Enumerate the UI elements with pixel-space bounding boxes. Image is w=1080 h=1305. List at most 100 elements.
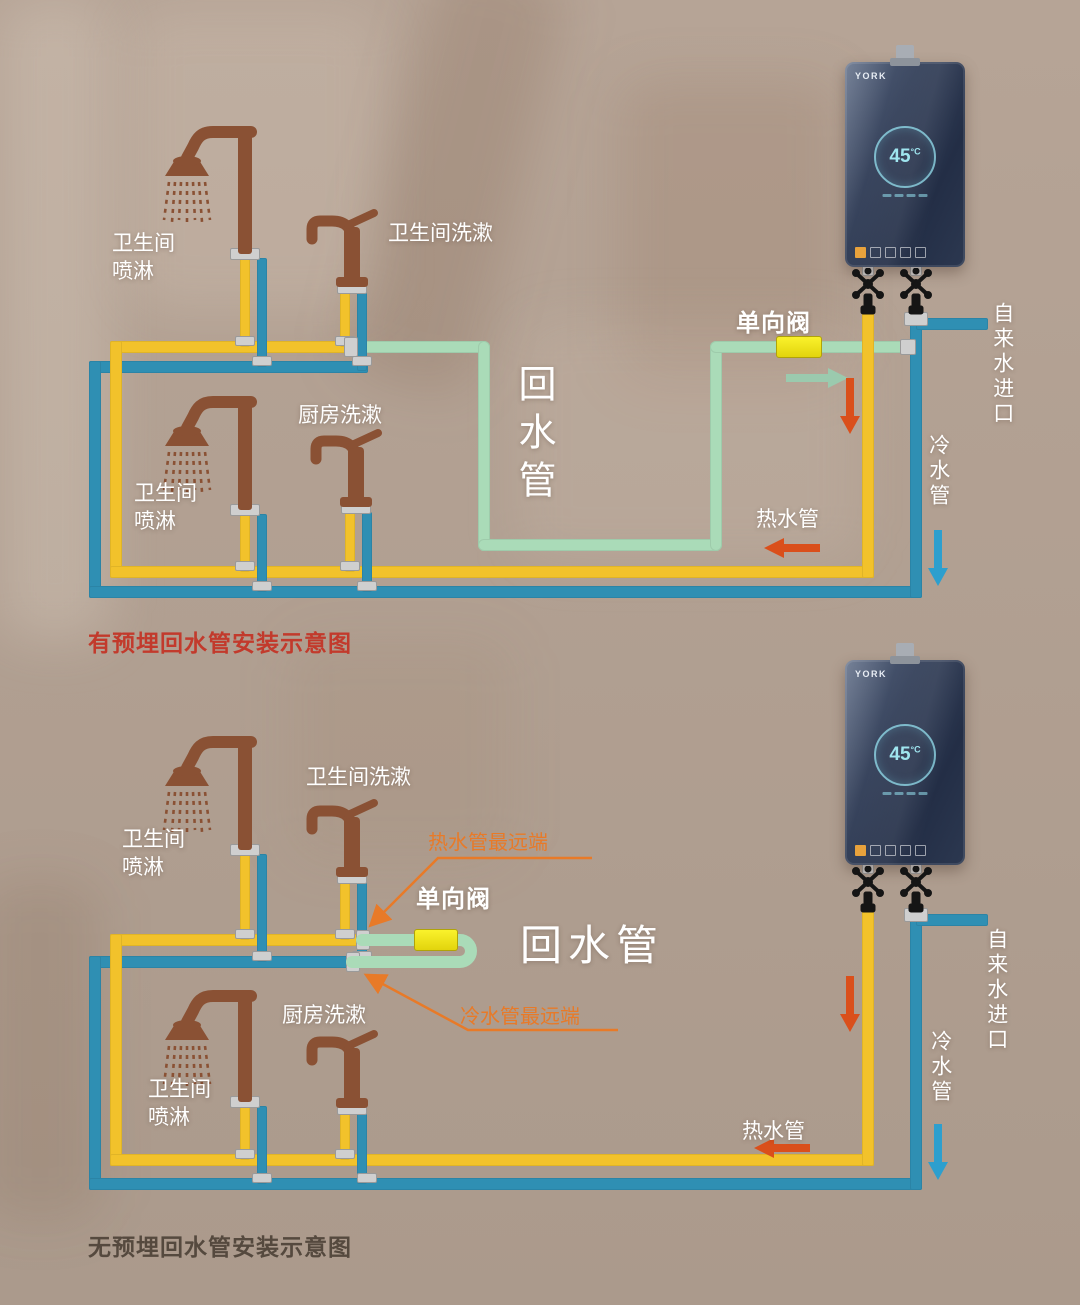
label-hot-pipe-top: 热水管 xyxy=(756,508,819,531)
pipe-fitting xyxy=(352,356,372,366)
angle-valve-icon xyxy=(852,268,884,315)
hot-flow-left-arrow-icon xyxy=(764,538,820,558)
pipe-fitting xyxy=(335,1149,355,1159)
bg-towels xyxy=(130,10,380,310)
water-heater-bottom: YORK 45°C xyxy=(845,643,965,865)
pipe-fitting xyxy=(340,561,360,571)
hot-upper-run-bottom xyxy=(110,934,365,946)
fixture-drop xyxy=(345,512,355,572)
fixture-drop xyxy=(340,292,350,347)
cold-heater-riser-bottom xyxy=(910,906,922,1190)
tap-water-inlet-top xyxy=(916,318,988,330)
water-heater-top: YORK 45°C xyxy=(845,45,965,267)
heater-display: 45°C xyxy=(874,126,936,188)
hot-left-riser-bottom xyxy=(110,934,122,1166)
angle-valve-icon xyxy=(900,866,932,913)
heater-button-icon xyxy=(870,247,881,258)
heater-button-icon xyxy=(915,247,926,258)
cold-left-riser-top xyxy=(89,361,101,598)
bg-wall-dark xyxy=(620,80,840,380)
pipe-fitting xyxy=(235,1149,255,1159)
label-cold-pipe-top: 冷水管 xyxy=(926,434,950,509)
label-basin-top: 卫生间洗漱 xyxy=(388,222,493,245)
pipe-fitting xyxy=(357,1173,377,1183)
pipe-fitting xyxy=(235,561,255,571)
pipe-fitting xyxy=(252,356,272,366)
shower-supply-pipe xyxy=(238,130,252,254)
bg-basket xyxy=(0,880,100,1220)
heater-brand: YORK xyxy=(855,71,888,81)
label-shower1-top: 卫生间 喷淋 xyxy=(112,232,175,283)
return-flow-arrow-icon xyxy=(786,368,848,388)
heater-power-button-icon xyxy=(855,247,866,258)
label-return-pipe-bottom: 回水管 xyxy=(520,922,665,969)
heater-button-icon xyxy=(900,845,911,856)
heater-button-row xyxy=(855,845,926,856)
pipe-fitting xyxy=(235,929,255,939)
faucet-icon xyxy=(310,429,382,507)
return-pipe-d-top xyxy=(710,341,722,551)
shower-supply-pipe xyxy=(238,738,252,850)
bg-floor-shadow xyxy=(290,640,510,860)
label-kitchen-bottom: 厨房洗漱 xyxy=(282,1004,366,1027)
label-basin-bottom: 卫生间洗漱 xyxy=(306,766,411,789)
caption-bottom-diagram: 无预埋回水管安装示意图 xyxy=(88,1234,352,1260)
angle-valve-icon xyxy=(900,268,932,315)
fixture-drop xyxy=(240,514,250,572)
return-pipe-a-top xyxy=(352,341,490,353)
label-hot-pipe-bottom: 热水管 xyxy=(742,1120,805,1143)
heater-button-icon xyxy=(885,247,896,258)
shower-icon xyxy=(162,990,257,1087)
pipe-fitting xyxy=(335,929,355,939)
fixture-drop xyxy=(240,258,250,347)
pipe-fitting xyxy=(900,339,916,355)
label-check-valve-top: 单向阀 xyxy=(736,310,811,337)
label-shower2-top: 卫生间 喷淋 xyxy=(134,482,197,533)
label-tap-inlet-top: 自来水进口 xyxy=(990,302,1014,427)
heater-power-button-icon xyxy=(855,845,866,856)
hot-left-riser-top xyxy=(110,341,122,578)
heater-button-icon xyxy=(870,845,881,856)
return-u-pipe xyxy=(346,934,477,968)
hot-bottom-run-bottom xyxy=(110,1154,874,1166)
label-shower1-bottom: 卫生间 喷淋 xyxy=(122,828,185,879)
heater-temp-unit: °C xyxy=(910,146,921,157)
bg-wall-light xyxy=(520,320,860,560)
hot-heater-riser-bottom xyxy=(862,906,874,1166)
heater-temp: 45 xyxy=(889,146,911,167)
pipe-fitting xyxy=(252,1173,272,1183)
callout-leader-lines xyxy=(363,856,618,1032)
cold-flow-down-arrow-icon xyxy=(928,1124,948,1180)
label-check-valve-bottom: 单向阀 xyxy=(416,886,491,913)
fixture-drop xyxy=(340,882,350,940)
pipe-fitting xyxy=(344,337,358,357)
shower-icon xyxy=(162,126,257,223)
check-valve-body xyxy=(414,929,458,951)
cold-upper-run-bottom xyxy=(89,956,365,968)
shower-icon xyxy=(162,736,257,833)
shower-supply-pipe xyxy=(238,400,252,510)
cold-bottom-run-bottom xyxy=(89,1178,922,1190)
fixture-drop xyxy=(257,1106,267,1184)
label-tap-inlet-bottom: 自来水进口 xyxy=(984,928,1008,1053)
hot-flow-down-arrow-icon xyxy=(840,378,860,434)
caption-top-diagram: 有预埋回水管安装示意图 xyxy=(88,630,352,656)
hot-flow-down-arrow-icon xyxy=(840,976,860,1032)
heater-display-ticks xyxy=(882,194,928,197)
label-cold-pipe-bottom: 冷水管 xyxy=(928,1030,952,1105)
pipe-fitting xyxy=(252,951,272,961)
fixture-drop xyxy=(340,1113,350,1160)
fixture-drop xyxy=(240,854,250,940)
heater-temp-unit: °C xyxy=(910,744,921,755)
pipe-fitting xyxy=(357,581,377,591)
shower-icon xyxy=(162,396,257,493)
fixture-drop xyxy=(362,512,372,592)
heater-button-row xyxy=(855,247,926,258)
cold-heater-riser-top xyxy=(910,308,922,598)
check-valve-body xyxy=(776,336,822,358)
pipe-fitting xyxy=(235,336,255,346)
shower-supply-pipe xyxy=(238,992,252,1102)
hot-upper-run-top xyxy=(110,341,358,353)
label-kitchen-top: 厨房洗漱 xyxy=(298,404,382,427)
faucet-icon xyxy=(306,799,378,877)
